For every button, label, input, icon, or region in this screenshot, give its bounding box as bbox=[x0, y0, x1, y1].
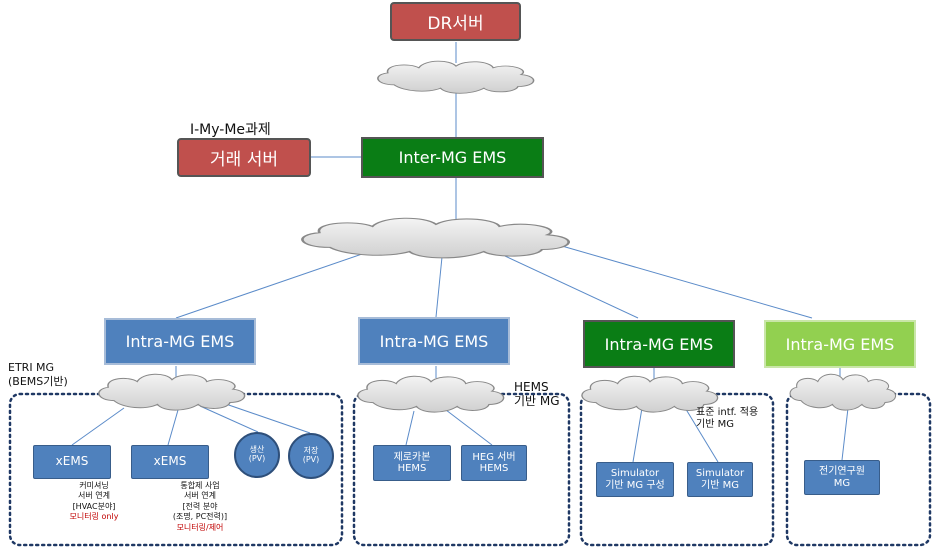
cloud-main bbox=[301, 216, 570, 260]
xems2-note: 통합제 사업 서버 연계 [전력 분야 (조명, PC전력)] 모니터링/제어 bbox=[150, 481, 250, 533]
intra-mg-ems-box-2: Intra-MG EMS bbox=[358, 317, 510, 365]
zero-carbon-hems-label: 제로카본 HEMS bbox=[393, 451, 431, 475]
cloud-dr bbox=[377, 60, 535, 95]
heg-server-hems-label: HEG 서버 HEMS bbox=[472, 451, 516, 475]
trade-server-box: 거래 서버 bbox=[177, 138, 311, 177]
connector-lines bbox=[71, 42, 849, 463]
xems-box-1: xEMS bbox=[33, 445, 111, 479]
cloud-group1 bbox=[98, 373, 246, 411]
simulator-mg-config-label: Simulator 기반 MG 구성 bbox=[605, 468, 665, 491]
group1-caption: ETRI MG (BEMS기반) bbox=[8, 361, 68, 389]
xems1-note-text: 커미셔닝 서버 연계 [HVAC분야] bbox=[72, 481, 116, 511]
simulator-mg-config-box: Simulator 기반 MG 구성 bbox=[596, 462, 674, 497]
simulator-mg-label: Simulator 기반 MG bbox=[695, 468, 745, 491]
link-g3-box1 bbox=[632, 407, 643, 463]
storage-pv-label: 저장 (PV) bbox=[302, 446, 320, 464]
link-g4-box1 bbox=[841, 407, 849, 461]
xems1-note: 커미셔닝 서버 연계 [HVAC분야] 모니터링 only bbox=[50, 481, 138, 523]
intra-mg-ems-label-4: Intra-MG EMS bbox=[785, 334, 895, 354]
xems1-note-red: 모니터링 only bbox=[69, 512, 119, 522]
cloud-group4 bbox=[789, 373, 897, 411]
link-g1-gen bbox=[199, 405, 259, 433]
link-cloud-intra1 bbox=[175, 252, 366, 319]
xems2-note-red: 모니터링/제어 bbox=[176, 522, 224, 532]
xems2-note-text: 통합제 사업 서버 연계 [전력 분야 (조명, PC전력)] bbox=[172, 481, 228, 522]
intra-mg-ems-box-1: Intra-MG EMS bbox=[104, 318, 256, 365]
dr-server-label: DR서버 bbox=[427, 14, 484, 34]
zero-carbon-hems-box: 제로카본 HEMS bbox=[373, 445, 451, 481]
group2-caption: HEMS 기반 MG bbox=[514, 380, 560, 409]
intra-mg-ems-label-2: Intra-MG EMS bbox=[379, 331, 489, 351]
storage-pv-circle: 저장 (PV) bbox=[288, 433, 334, 479]
generation-pv-circle: 생산 (PV) bbox=[234, 432, 280, 478]
intra-mg-ems-label-3: Intra-MG EMS bbox=[604, 334, 714, 354]
intra-mg-ems-label-1: Intra-MG EMS bbox=[125, 332, 235, 351]
link-g2-box2 bbox=[445, 409, 493, 446]
xems-label-2: xEMS bbox=[153, 454, 187, 469]
link-g1-xems2 bbox=[167, 409, 179, 446]
xems-box-2: xEMS bbox=[131, 445, 209, 479]
cloud-group2 bbox=[357, 375, 505, 413]
intra-mg-ems-box-3: Intra-MG EMS bbox=[583, 320, 735, 368]
link-cloud-intra3 bbox=[504, 255, 639, 319]
inter-mg-ems-box: Inter-MG EMS bbox=[361, 137, 544, 178]
link-g1-store bbox=[219, 401, 311, 434]
xems-label-1: xEMS bbox=[55, 454, 89, 469]
trade-server-label: 거래 서버 bbox=[210, 150, 278, 170]
inter-mg-ems-label: Inter-MG EMS bbox=[398, 148, 507, 167]
link-cloud-intra4 bbox=[554, 243, 813, 319]
group3-caption: 표준 intf. 적용 기반 MG bbox=[696, 407, 759, 430]
link-cloud-intra2 bbox=[435, 256, 443, 318]
simulator-mg-box: Simulator 기반 MG bbox=[687, 462, 753, 497]
heg-server-hems-box: HEG 서버 HEMS bbox=[461, 445, 527, 481]
intra-mg-ems-box-4: Intra-MG EMS bbox=[764, 320, 916, 368]
link-g3-box2 bbox=[683, 405, 719, 463]
generation-pv-label: 생산 (PV) bbox=[248, 445, 266, 463]
link-g2-box1 bbox=[405, 410, 415, 446]
keri-mg-box: 전기연구원 MG bbox=[804, 460, 880, 495]
link-g1-xems1 bbox=[71, 407, 125, 446]
dr-server-box: DR서버 bbox=[390, 2, 521, 41]
trade-caption: I-My-Me과제 bbox=[190, 122, 271, 138]
keri-mg-label: 전기연구원 MG bbox=[819, 466, 865, 489]
